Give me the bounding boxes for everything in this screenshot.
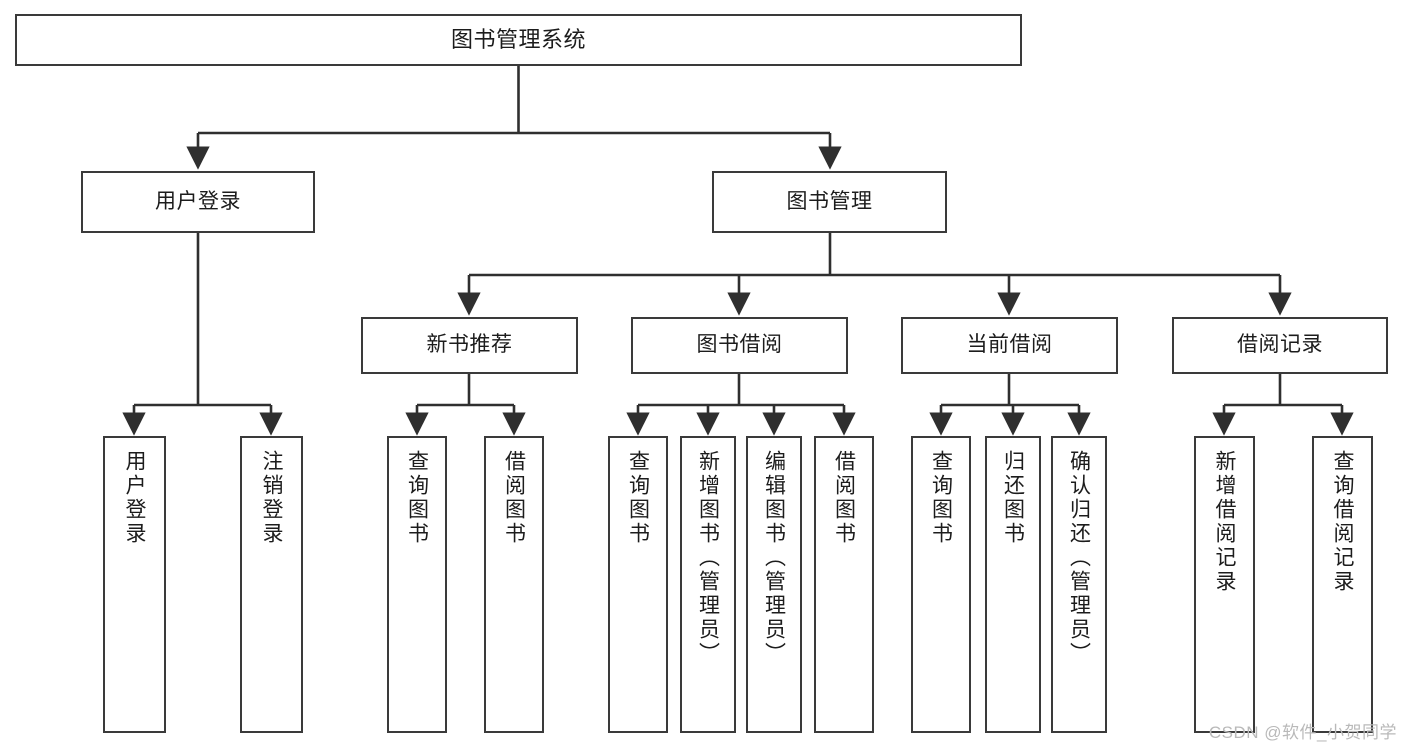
node-current-borrow-label: 当前借阅	[966, 333, 1053, 357]
leaf-borrow-query-book-label: 查询图书	[626, 450, 650, 546]
leaf-borrow-borrow-book[interactable]: 借阅图书	[814, 436, 874, 733]
leaf-rec-add-record-label: 新增借阅记录	[1213, 450, 1236, 594]
node-book-manage-label: 图书管理	[786, 189, 873, 213]
node-current-borrow[interactable]: 当前借阅	[901, 317, 1118, 374]
leaf-cur-query-book[interactable]: 查询图书	[911, 436, 971, 733]
leaf-borrow-query-book[interactable]: 查询图书	[608, 436, 668, 733]
node-user-login-label: 用户登录	[155, 189, 241, 213]
leaf-borrow-edit-book[interactable]: 编辑图书（管理员）	[746, 436, 802, 733]
node-user-login[interactable]: 用户登录	[81, 171, 315, 233]
leaf-cur-return-book[interactable]: 归还图书	[985, 436, 1041, 733]
node-root-system-label: 图书管理系统	[450, 26, 586, 52]
leaf-cur-return-book-label: 归还图书	[1001, 450, 1025, 546]
leaf-user-login[interactable]: 用户登录	[103, 436, 166, 733]
node-borrow-record-label: 借阅记录	[1237, 333, 1323, 357]
leaf-rec-query-book[interactable]: 查询图书	[387, 436, 447, 733]
node-book-borrow[interactable]: 图书借阅	[631, 317, 848, 374]
leaf-borrow-borrow-book-label: 借阅图书	[832, 450, 856, 546]
leaf-logout-login-label: 注销登录	[260, 450, 283, 546]
leaf-cur-confirm-return[interactable]: 确认归还（管理员）	[1051, 436, 1107, 733]
leaf-logout-login[interactable]: 注销登录	[240, 436, 303, 733]
leaf-rec-query-book-label: 查询图书	[405, 450, 429, 546]
leaf-rec-borrow-book-label: 借阅图书	[502, 450, 526, 546]
leaf-borrow-add-book[interactable]: 新增图书（管理员）	[680, 436, 736, 733]
leaf-cur-confirm-return-label: 确认归还（管理员）	[1067, 450, 1091, 666]
leaf-rec-query-record-label: 查询借阅记录	[1331, 450, 1354, 594]
leaf-borrow-add-book-label: 新增图书（管理员）	[696, 450, 720, 666]
node-book-manage[interactable]: 图书管理	[712, 171, 947, 233]
leaf-user-login-label: 用户登录	[123, 450, 146, 546]
leaf-rec-query-record[interactable]: 查询借阅记录	[1312, 436, 1373, 733]
watermark: CSDN @软件_小贺同学	[1208, 723, 1397, 742]
node-new-book-recommend[interactable]: 新书推荐	[361, 317, 578, 374]
node-borrow-record[interactable]: 借阅记录	[1172, 317, 1388, 374]
node-root-system[interactable]: 图书管理系统	[15, 14, 1022, 66]
leaf-rec-add-record[interactable]: 新增借阅记录	[1194, 436, 1255, 733]
leaf-borrow-edit-book-label: 编辑图书（管理员）	[762, 450, 786, 666]
node-new-book-recommend-label: 新书推荐	[426, 333, 513, 357]
leaf-rec-borrow-book[interactable]: 借阅图书	[484, 436, 544, 733]
leaf-cur-query-book-label: 查询图书	[929, 450, 953, 546]
node-book-borrow-label: 图书借阅	[696, 333, 783, 357]
